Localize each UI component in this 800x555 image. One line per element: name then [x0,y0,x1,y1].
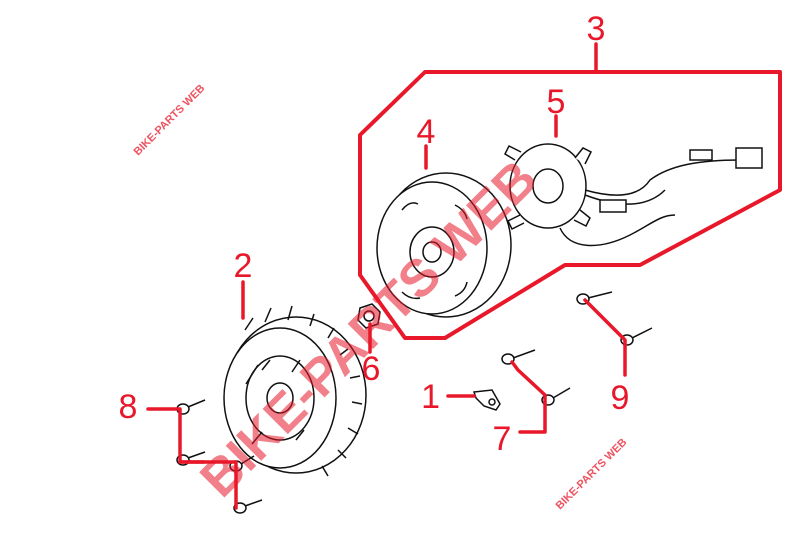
watermark-bottom-right: BIKE-PARTS WEB [554,436,630,512]
assembly-group-outline [358,70,782,340]
callout-9: 9 [611,379,630,417]
bracket-part [472,389,501,411]
callout-6: 6 [362,350,381,388]
callout-7: 7 [493,420,512,458]
watermark-top-left: BIKE-PARTS WEB [132,82,208,158]
callout-5: 5 [547,83,566,121]
bolt-part-8d [233,499,263,514]
callout-8: 8 [119,388,138,426]
callout-2: 2 [234,247,253,285]
stator-coil-part [504,143,763,247]
bolt-part-9a [576,291,613,305]
flywheel-rotor-part [376,172,512,318]
bolt-part-7a [501,349,536,365]
leader-lines [146,42,627,510]
callout-4: 4 [417,113,436,151]
callout-3: 3 [587,10,606,48]
flywheel-nut-part [357,303,381,329]
cooling-fan-part [223,305,367,477]
callout-1: 1 [421,378,440,416]
